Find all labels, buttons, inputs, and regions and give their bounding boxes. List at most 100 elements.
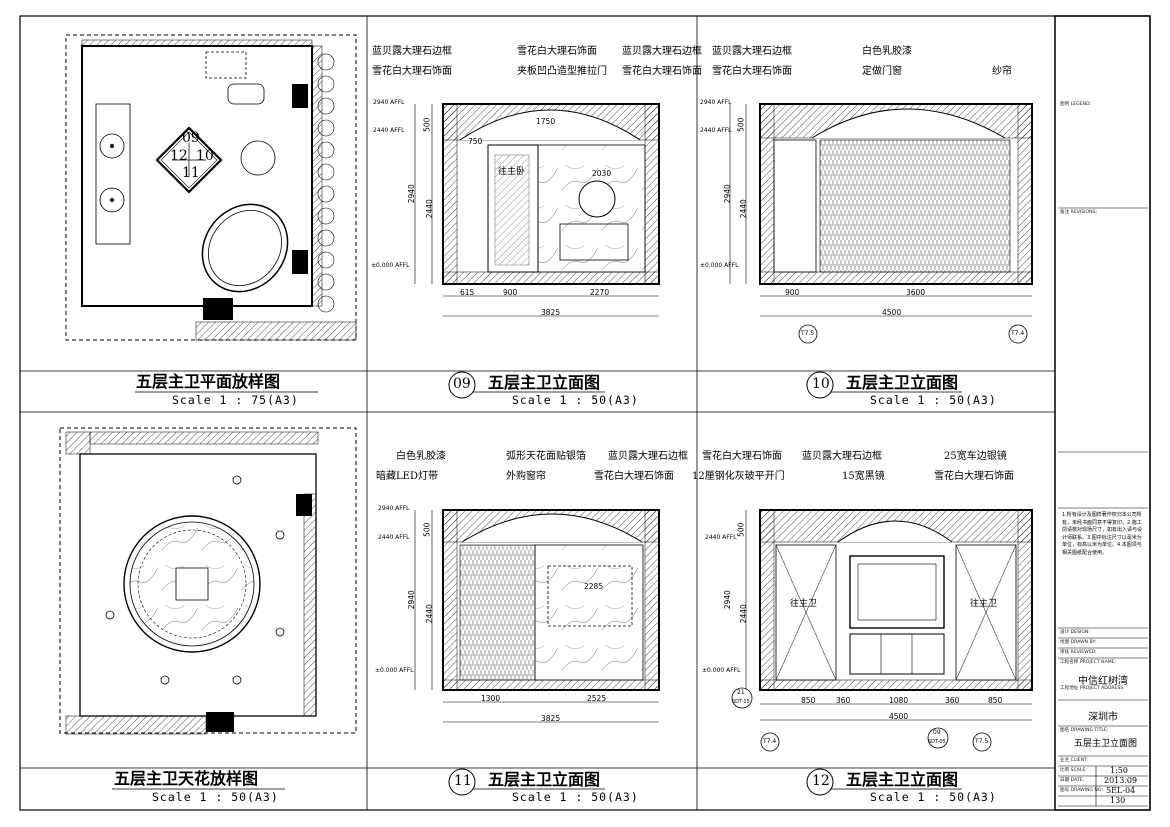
ceiling-plan — [59, 427, 357, 735]
elev12-label-1: 雪花白大理石饰面 — [702, 451, 782, 462]
elev12-hdim-5: 850 — [988, 696, 1003, 705]
elev09-level-3: ±0.000 AFFL — [371, 262, 410, 269]
elev10-ref-left: T7.5 — [801, 330, 815, 337]
elev09-inner-dim-3: 1750 — [536, 117, 556, 126]
elev10-vdim-1: 500 — [736, 117, 746, 132]
elev09-hdim-2: 900 — [503, 288, 518, 297]
elev12-label-6: 雪花白大理石饰面 — [934, 471, 1014, 482]
callout-09-bottom: SDT-05 — [928, 739, 946, 745]
elev11-scale: Scale 1 : 50(A3) — [512, 790, 639, 804]
tb-no-value: 5EL-04 — [1106, 786, 1136, 795]
elev12-level-1: 2440 AFFL — [705, 534, 737, 541]
tb-project-value: 中信红树湾 — [1078, 676, 1128, 687]
callout-21-bottom: SDT-15 — [732, 699, 750, 705]
elev11-hdim-total: 3825 — [541, 714, 561, 723]
elev12-level-2: ±0.000 AFFL — [702, 667, 741, 674]
elev11-vdim-1: 500 — [422, 522, 432, 537]
elev11-label-2: 暗藏LED灯带 — [376, 471, 438, 482]
tb-date-value: 2013.09 — [1104, 776, 1138, 785]
tb-drawing-title-label: 图名 DRAWING TITLE: — [1060, 728, 1109, 733]
sym-12: 12 — [170, 148, 188, 164]
elev12-number: 12 — [812, 773, 830, 789]
elev10-level-2: 2440 AFFL — [700, 127, 732, 134]
elev12-ref-right: T7.5 — [975, 738, 989, 745]
elev09-inner-dim-1: 2030 — [592, 169, 612, 178]
tb-scale-label: 比例 SCALE: — [1060, 768, 1087, 773]
elevation-09 — [414, 103, 660, 317]
elev12-hdim-total: 4500 — [889, 712, 909, 721]
elev09-label-1: 蓝贝露大理石边框 — [372, 46, 452, 57]
tb-revisions-label: 备注 REVISIONS: — [1060, 210, 1098, 215]
elev09-label-2: 雪花白大理石饰面 — [372, 66, 452, 77]
tb-date-label: 日期 DATE: — [1060, 778, 1085, 783]
elev12-scale: Scale 1 : 50(A3) — [870, 790, 997, 804]
elev11-inner-dim: 2285 — [584, 582, 604, 591]
elev12-door-left: 往主卫 — [790, 599, 818, 609]
sym-09: 09 — [182, 130, 200, 146]
elev10-level-3: ±0.000 AFFL — [700, 262, 739, 269]
elev12-door-right: 往主卫 — [970, 599, 998, 609]
elev12-vdim-3: 2440 — [738, 604, 748, 624]
ceiling-title: 五层主卫天花放样图 — [114, 769, 259, 788]
tb-check-label: 审核 REVIEWED: — [1060, 650, 1097, 655]
elev10-number: 10 — [812, 376, 830, 392]
elev11-label-1: 白色乳胶漆 — [396, 451, 446, 462]
plan-scale: Scale 1 : 75(A3) — [172, 393, 299, 407]
elev11-level-3: ±0.000 AFFL — [375, 667, 414, 674]
elev10-label-1: 蓝贝露大理石边框 — [712, 46, 792, 57]
elev10-hdim-total: 4500 — [882, 308, 902, 317]
elevation-10 — [729, 103, 1033, 344]
tb-notes: 1.所有设计及图样著作权归本公司所有，未经书面同意不得复印。2.施工前请核对现场… — [1062, 512, 1143, 556]
tb-drawing-title-value: 五层主卫立面图 — [1074, 739, 1138, 749]
elev10-label-3: 白色乳胶漆 — [862, 46, 912, 57]
elev09-inner-dim-2: 750 — [468, 137, 483, 146]
elev10-vdim-2: 2940 — [722, 184, 732, 204]
tb-legend-label: 图例 LEGEND: — [1060, 102, 1092, 107]
elev11-label-4: 外购窗帘 — [506, 471, 546, 482]
elev11-hdim-2: 2525 — [587, 694, 607, 703]
elev10-level-1: 2940 AFFL — [700, 99, 732, 106]
elev12-hdim-3: 1080 — [889, 696, 909, 705]
elev09-vdim-3: 2440 — [424, 199, 434, 219]
callout-21-top: 21 — [737, 689, 745, 696]
elev10-hdim-2: 3600 — [906, 288, 926, 297]
elev11-title: 五层主卫立面图 — [488, 770, 601, 789]
tb-address-value: 深圳市 — [1088, 712, 1118, 723]
elev12-hdim-1: 850 — [801, 696, 816, 705]
elev11-hdim-1: 1300 — [481, 694, 501, 703]
tb-design-label: 设计 DESIGN: — [1060, 630, 1090, 635]
elev11-level-2: 2440 AFFL — [378, 534, 410, 541]
elev12-hdim-4: 360 — [945, 696, 960, 705]
elev12-label-5: 25宽车边银镜 — [944, 451, 1007, 462]
sym-10: 10 — [196, 148, 214, 164]
elev12-ref-left: T7.4 — [763, 738, 777, 745]
elev09-hdim-3: 2270 — [590, 288, 610, 297]
elev11-level-1: 2940 AFFL — [378, 505, 410, 512]
elev10-label-2: 雪花白大理石饰面 — [712, 66, 792, 77]
tb-project-label: 工程名称 PROJECT NAME: — [1060, 660, 1117, 665]
elev09-hdim-1: 615 — [460, 288, 475, 297]
elev10-title: 五层主卫立面图 — [846, 373, 959, 392]
elev09-label-3: 雪花白大理石饰面 — [517, 46, 597, 57]
elev09-vdim-1: 500 — [422, 117, 432, 132]
elev09-hdim-total: 3825 — [541, 308, 561, 317]
tb-no-label: 图号 DRAWING NO: — [1060, 788, 1103, 793]
tb-client-label: 业主 CLIENT: — [1060, 758, 1088, 763]
elev09-label-4: 夹板凹凸造型推拉门 — [517, 66, 607, 77]
tb-address-label: 工程地址 PROJECT ADDRESS: — [1060, 686, 1125, 691]
callout-09-top: 09 — [933, 729, 941, 736]
floor-plan — [65, 34, 357, 341]
elev11-number: 11 — [454, 773, 472, 789]
elev10-hdim-1: 900 — [785, 288, 800, 297]
elev12-label-2: 12厘钢化灰玻平开门 — [692, 471, 785, 482]
elev09-title: 五层主卫立面图 — [488, 373, 601, 392]
elev10-vdim-3: 2440 — [738, 199, 748, 219]
elev12-title: 五层主卫立面图 — [846, 770, 959, 789]
tb-scale-value: 1:50 — [1110, 766, 1128, 775]
elev12-vdim-2: 2940 — [722, 590, 732, 610]
elev09-vdim-2: 2940 — [406, 184, 416, 204]
elevation-11 — [414, 509, 660, 723]
elev11-vdim-3: 2440 — [424, 604, 434, 624]
elev09-label-6: 雪花白大理石饰面 — [622, 66, 702, 77]
elev12-label-4: 15宽黑镜 — [842, 471, 885, 482]
